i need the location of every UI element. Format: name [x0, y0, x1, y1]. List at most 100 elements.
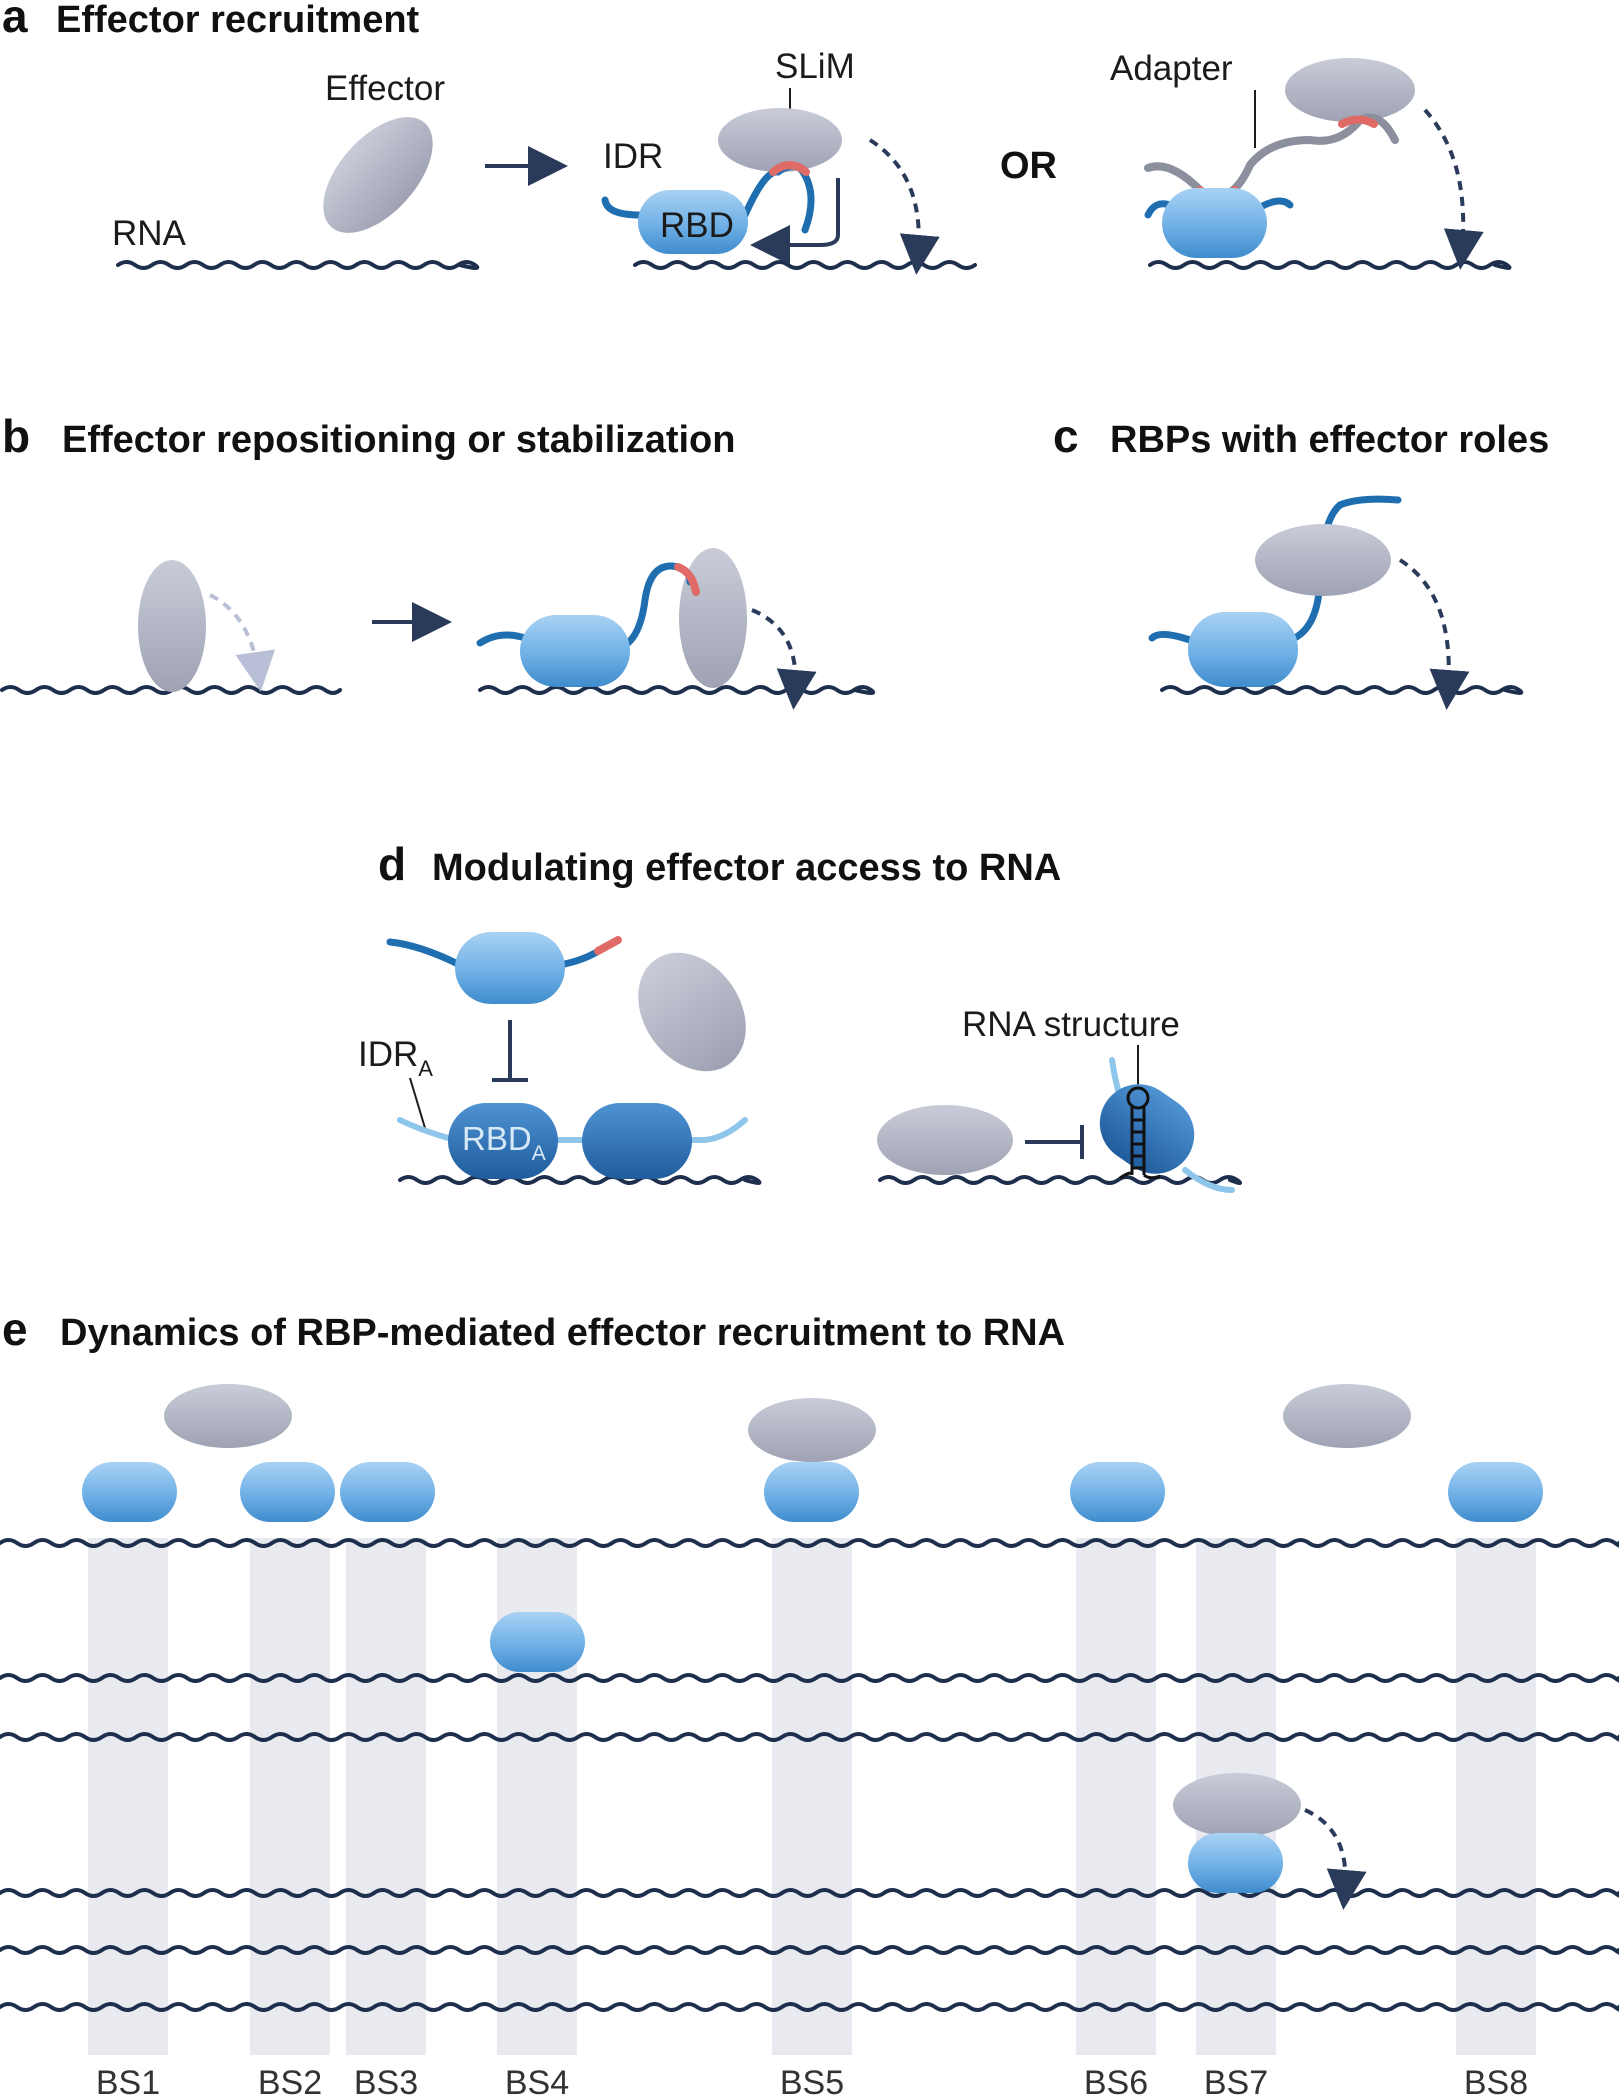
effector-protein — [1283, 1384, 1411, 1448]
rbd-protein — [1162, 188, 1267, 258]
panel-a: a Effector recruitment RNA Effector IDR … — [2, 0, 1512, 275]
rna-strand — [0, 1538, 1619, 1548]
rna-structure-label: RNA structure — [962, 1005, 1180, 1044]
effector-protein — [323, 117, 433, 233]
rna-strand — [0, 1673, 1619, 1683]
rna-strand — [478, 685, 876, 695]
rbd-protein — [582, 1103, 692, 1179]
slim-motif — [769, 161, 810, 176]
adapter-protein — [1144, 113, 1399, 201]
rbd-protein — [1099, 1084, 1195, 1174]
idr-label: IDR — [603, 137, 663, 176]
idr-light — [397, 1117, 748, 1143]
effector-protein — [138, 560, 206, 692]
panel-d-letter: d — [378, 838, 406, 890]
rbd-label: RBD — [660, 206, 734, 245]
rna-strand — [1148, 260, 1512, 270]
binding-site-labels: BS1 BS2 BS3 BS4 BS5 BS6 BS7 BS8 — [96, 2064, 1528, 2100]
rna-strand — [633, 260, 977, 270]
binding-site-column — [772, 1538, 852, 2055]
binding-site-label: BS1 — [96, 2064, 160, 2100]
idr-tail — [1148, 631, 1194, 644]
recruit-arrow — [750, 178, 840, 265]
slim-motif — [1338, 115, 1378, 128]
rbd-protein — [638, 190, 748, 254]
panel-a-letter: a — [2, 0, 28, 42]
panel-a-title: Effector recruitment — [56, 0, 420, 41]
rbd-protein — [1188, 1833, 1283, 1893]
rbd-protein — [764, 1462, 859, 1522]
effector-protein — [679, 548, 747, 688]
effector-protein — [1285, 58, 1415, 122]
binding-site-column — [250, 1538, 330, 2055]
binding-site-label: BS2 — [258, 2064, 322, 2100]
effector-protein — [718, 108, 842, 172]
panel-d: d Modulating effector access to RNA IDRA… — [358, 838, 1242, 1193]
rna-strand — [0, 1945, 1619, 1955]
panel-c-title: RBPs with effector roles — [1110, 419, 1549, 461]
rbd-protein — [520, 615, 630, 687]
rna-strand — [1160, 685, 1524, 695]
effect-arrow — [1304, 1808, 1367, 1910]
panel-e: e Dynamics of RBP-mediated effector recr… — [0, 1303, 1619, 2100]
panel-d-title: Modulating effector access to RNA — [432, 847, 1061, 889]
binding-site-label: BS5 — [780, 2064, 844, 2100]
binding-site-column — [346, 1538, 426, 2055]
idr-a-label: IDRA — [358, 1035, 433, 1081]
rna-hairpin — [1119, 1086, 1161, 1180]
slim-motif — [674, 563, 700, 596]
effect-arrow — [751, 608, 817, 710]
panel-b: b Effector repositioning or stabilizatio… — [0, 410, 876, 710]
rna-strand — [398, 1175, 762, 1185]
adapter-label: Adapter — [1110, 49, 1233, 88]
panel-e-title: Dynamics of RBP-mediated effector recrui… — [60, 1312, 1065, 1354]
effect-arrow — [868, 138, 940, 275]
rna-strand — [878, 1175, 1242, 1185]
effector-protein — [1173, 1773, 1301, 1837]
effect-arrow — [209, 593, 276, 692]
binding-site-columns — [88, 1538, 1536, 2055]
effector-protein — [877, 1105, 1013, 1175]
effector-protein — [638, 952, 746, 1072]
binding-site-label: BS4 — [505, 2064, 569, 2100]
idr-tail — [601, 196, 644, 219]
rbd-protein — [455, 932, 565, 1004]
idr-tail — [386, 938, 464, 969]
binding-site-label: BS3 — [354, 2064, 418, 2100]
rbd-protein — [240, 1462, 335, 1522]
rbd-protein — [1188, 612, 1298, 687]
effector-protein — [748, 1398, 876, 1462]
binding-site-label: BS6 — [1084, 2064, 1148, 2100]
rbd-protein — [340, 1462, 435, 1522]
panel-b-title: Effector repositioning or stabilization — [62, 419, 735, 461]
idr-a-pointer — [409, 1077, 426, 1129]
idr-tail — [476, 631, 529, 647]
rbd-a-protein — [448, 1103, 558, 1179]
binding-site-label: BS8 — [1464, 2064, 1528, 2100]
rbd-a-label: RBDA — [462, 1120, 546, 1165]
binding-site-column — [88, 1538, 168, 2055]
binding-site-label: BS7 — [1204, 2064, 1268, 2100]
rna-strand — [116, 260, 480, 270]
slim-motif — [594, 936, 622, 955]
effector-label: Effector — [325, 69, 445, 108]
binding-site-column — [1456, 1538, 1536, 2055]
binding-site-column — [1076, 1538, 1156, 2055]
idr-loop — [741, 162, 815, 234]
effector-protein — [164, 1384, 292, 1448]
rna-strand — [0, 2002, 1619, 2012]
rbd-protein — [82, 1462, 177, 1522]
panel-c-letter: c — [1053, 410, 1079, 462]
effect-arrow — [1423, 108, 1484, 270]
rbd-protein — [1070, 1462, 1165, 1522]
panel-e-letter: e — [2, 1303, 28, 1355]
panel-c: c RBPs with effector roles — [1053, 410, 1549, 710]
slim-label: SLiM — [775, 47, 855, 86]
rna-label: RNA — [112, 214, 187, 253]
or-label: OR — [1000, 145, 1057, 187]
panel-b-letter: b — [2, 410, 30, 462]
rbd-protein — [490, 1612, 585, 1672]
rbd-protein — [1448, 1462, 1543, 1522]
effector-protein — [1255, 524, 1391, 596]
